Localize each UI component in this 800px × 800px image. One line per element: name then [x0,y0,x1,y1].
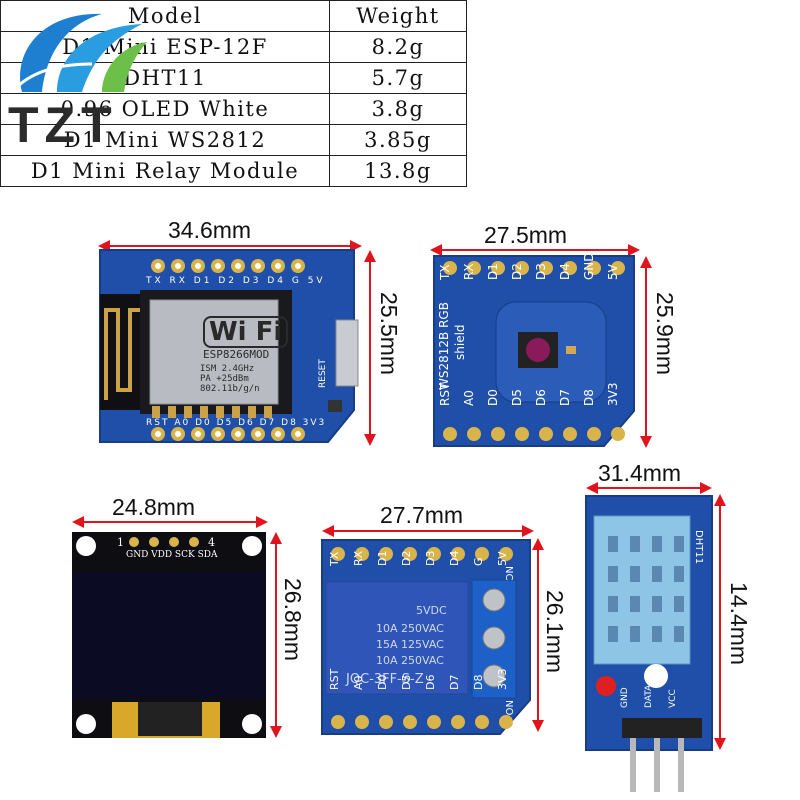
relay-spec-2: 10A 250VAC [376,622,444,635]
d1mini-top-pins: TX RX D1 D2 D3 D4 G 5V [146,276,326,286]
relay-spec-4: 10A 250VAC [376,654,444,667]
dht11-width-arrow [586,482,712,494]
pin-label: D6 [534,389,548,406]
pin-label: D2 [400,550,413,566]
pin-label: 3V3 [606,382,620,406]
table-row: D1 Mini WS2812 3.85g [0,124,467,156]
relay-width-label: 27.7mm [380,502,464,528]
relay-board [321,539,531,735]
oled-pin4-number: 4 [208,536,215,549]
pin-label: D1 [486,263,500,280]
pin-label: GND [582,252,596,280]
module-spec-2: PA +25dBm [200,374,249,384]
weight-cell: 5.7g [329,62,467,94]
table-row: D1 Mini Relay Module 13.8g [0,155,467,187]
ws2812-label: WS2812B RGB [437,302,451,390]
ws2812-width-arrow [430,244,640,256]
relay-spec-3: 15A 125VAC [376,638,444,651]
ws2812-width-label: 27.5mm [484,222,568,248]
pin-label: 5V [496,551,509,566]
module-spec-3: 802.11b/g/n [200,384,260,394]
pin-label: D4 [558,263,572,280]
oled-height-arrow [270,532,282,738]
pin-label: RST [328,668,341,690]
model-cell: D1 Mini WS2812 [0,124,330,156]
pin-label: A0 [352,675,365,690]
dht11-label: DHT11 [693,530,704,565]
relay-spec-1: 5VDC [416,604,447,617]
module-spec-1: ISM 2.4GHz [200,364,255,374]
model-cell: D1 Mini Relay Module [0,155,330,187]
tzt-logo [14,13,147,92]
d1mini-height-label: 25.5mm [376,292,402,376]
ws2812-height-label: 25.9mm [652,292,678,376]
pin-label: D2 [510,263,524,280]
pin-label: D4 [448,550,461,566]
pin-label: 3V3 [496,668,509,690]
dht11-width-label: 31.4mm [598,460,682,486]
pin-label: VCC [668,689,678,708]
oled-width-arrow [72,516,268,528]
pin-label: TX [328,551,341,566]
oled-pin1-number: 1 [117,536,124,549]
brand-name: TZT [8,97,118,153]
pin-label: D0 [486,389,500,406]
pin-label: D6 [424,674,437,690]
pin-label: G [472,557,485,566]
dht11-board [585,495,713,792]
relay-nc-label: NC [503,566,514,581]
pin-label: TX [438,264,452,280]
pin-label: D8 [472,674,485,690]
pin-label: D5 [510,389,524,406]
d1mini-width-arrow [98,240,362,252]
weight-cell: 13.8g [329,155,467,187]
dht11-height-arrow [714,494,726,750]
oled-pin-labels: GND VDD SCK SDA [126,550,218,560]
relay-model: JQC-3FF-S-Z [346,672,424,687]
oled-height-label: 26.8mm [280,578,306,662]
wifi-logo: Wi Fi [203,316,289,348]
oled-board [72,532,266,738]
pin-label: D7 [558,389,572,406]
reset-label: RESET [318,359,328,388]
pin-label: GND [620,687,630,708]
pin-label: D8 [582,389,596,406]
pin-label: D5 [400,674,413,690]
module-model: ESP8266MOD [203,348,270,361]
relay-width-arrow [322,525,534,537]
weight-cell: 8.2g [329,31,467,63]
pin-label: A0 [462,390,476,406]
pin-label: 5V [606,264,620,280]
pin-label: RST [438,382,452,406]
weight-cell: 3.8g [329,93,467,125]
pin-label: D1 [376,550,389,566]
pin-label: D7 [448,674,461,690]
pin-label: DATA [644,684,654,708]
d1mini-width-label: 34.6mm [168,217,252,243]
model-cell: 0.96 OLED White [0,93,330,125]
ws2812-shield-label: shield [453,324,467,360]
table-row: DHT11 5.7g [0,62,467,94]
relay-height-arrow [532,538,544,732]
relay-height-label: 26.1mm [542,590,568,674]
ws2812-board [433,255,635,447]
pin-label: D3 [534,263,548,280]
pin-label: D3 [424,550,437,566]
weight-cell: 3.85g [329,124,467,156]
dht11-height-label: 14.4mm [726,582,752,666]
pin-label: D0 [376,674,389,690]
pin-label: RX [462,263,476,280]
d1mini-height-arrow [364,250,376,446]
d1mini-bottom-pins: RST A0 D0 D5 D6 D7 D8 3V3 [146,418,327,428]
relay-no-label: NO [503,700,514,716]
table-row: 0.96 OLED White 3.8g [0,93,467,125]
oled-width-label: 24.8mm [112,494,196,520]
pin-label: RX [352,550,365,566]
header-weight: Weight [329,0,467,32]
ws2812-height-arrow [640,256,652,448]
